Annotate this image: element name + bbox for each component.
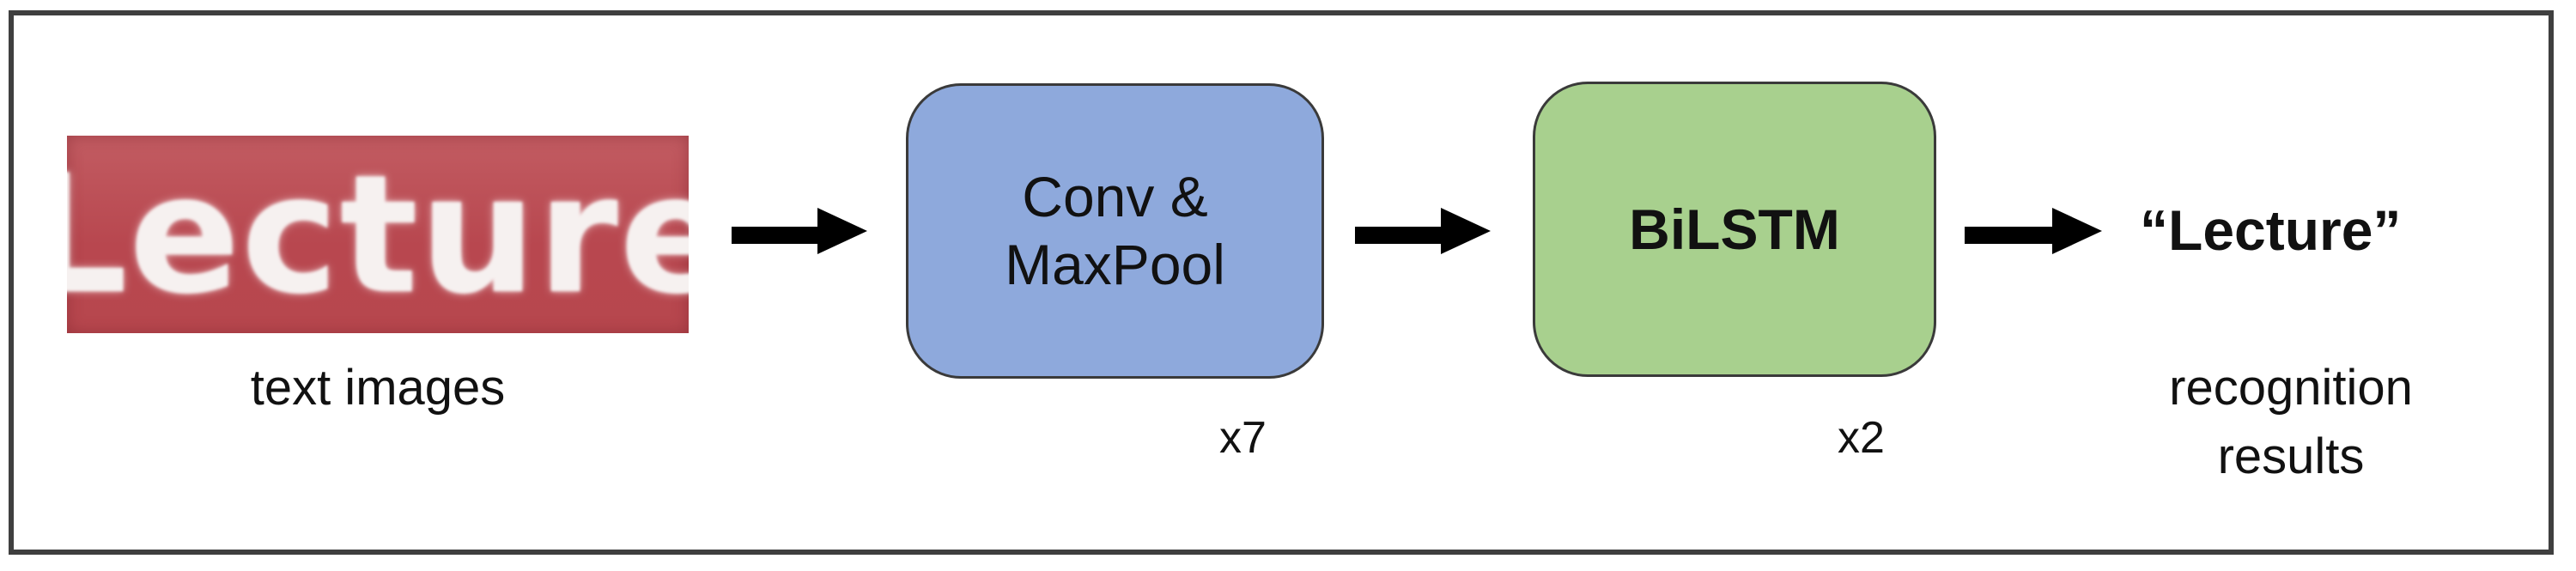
arrow-conv-to-lstm	[1355, 208, 1492, 254]
conv-block-line2: MaxPool	[1005, 233, 1225, 296]
bilstm-label: BiLSTM	[1629, 197, 1840, 261]
arrow-input-to-conv	[732, 208, 869, 254]
input-text-image: Lecture	[67, 136, 689, 333]
input-caption: text images	[250, 360, 506, 416]
arrow-lstm-to-output	[1965, 208, 2104, 254]
bilstm-repeat-count: x2	[1838, 413, 1885, 463]
output-caption-line1: recognition	[2169, 360, 2413, 416]
input-text-image-word: Lecture	[67, 139, 689, 330]
conv-maxpool-block: Conv & MaxPool	[906, 83, 1324, 379]
output-word: “Lecture”	[2140, 198, 2402, 262]
bilstm-block: BiLSTM	[1533, 82, 1936, 377]
conv-block-line1: Conv &	[1022, 164, 1208, 228]
conv-repeat-count: x7	[1219, 413, 1267, 463]
output-caption-line2: results	[2217, 428, 2365, 484]
